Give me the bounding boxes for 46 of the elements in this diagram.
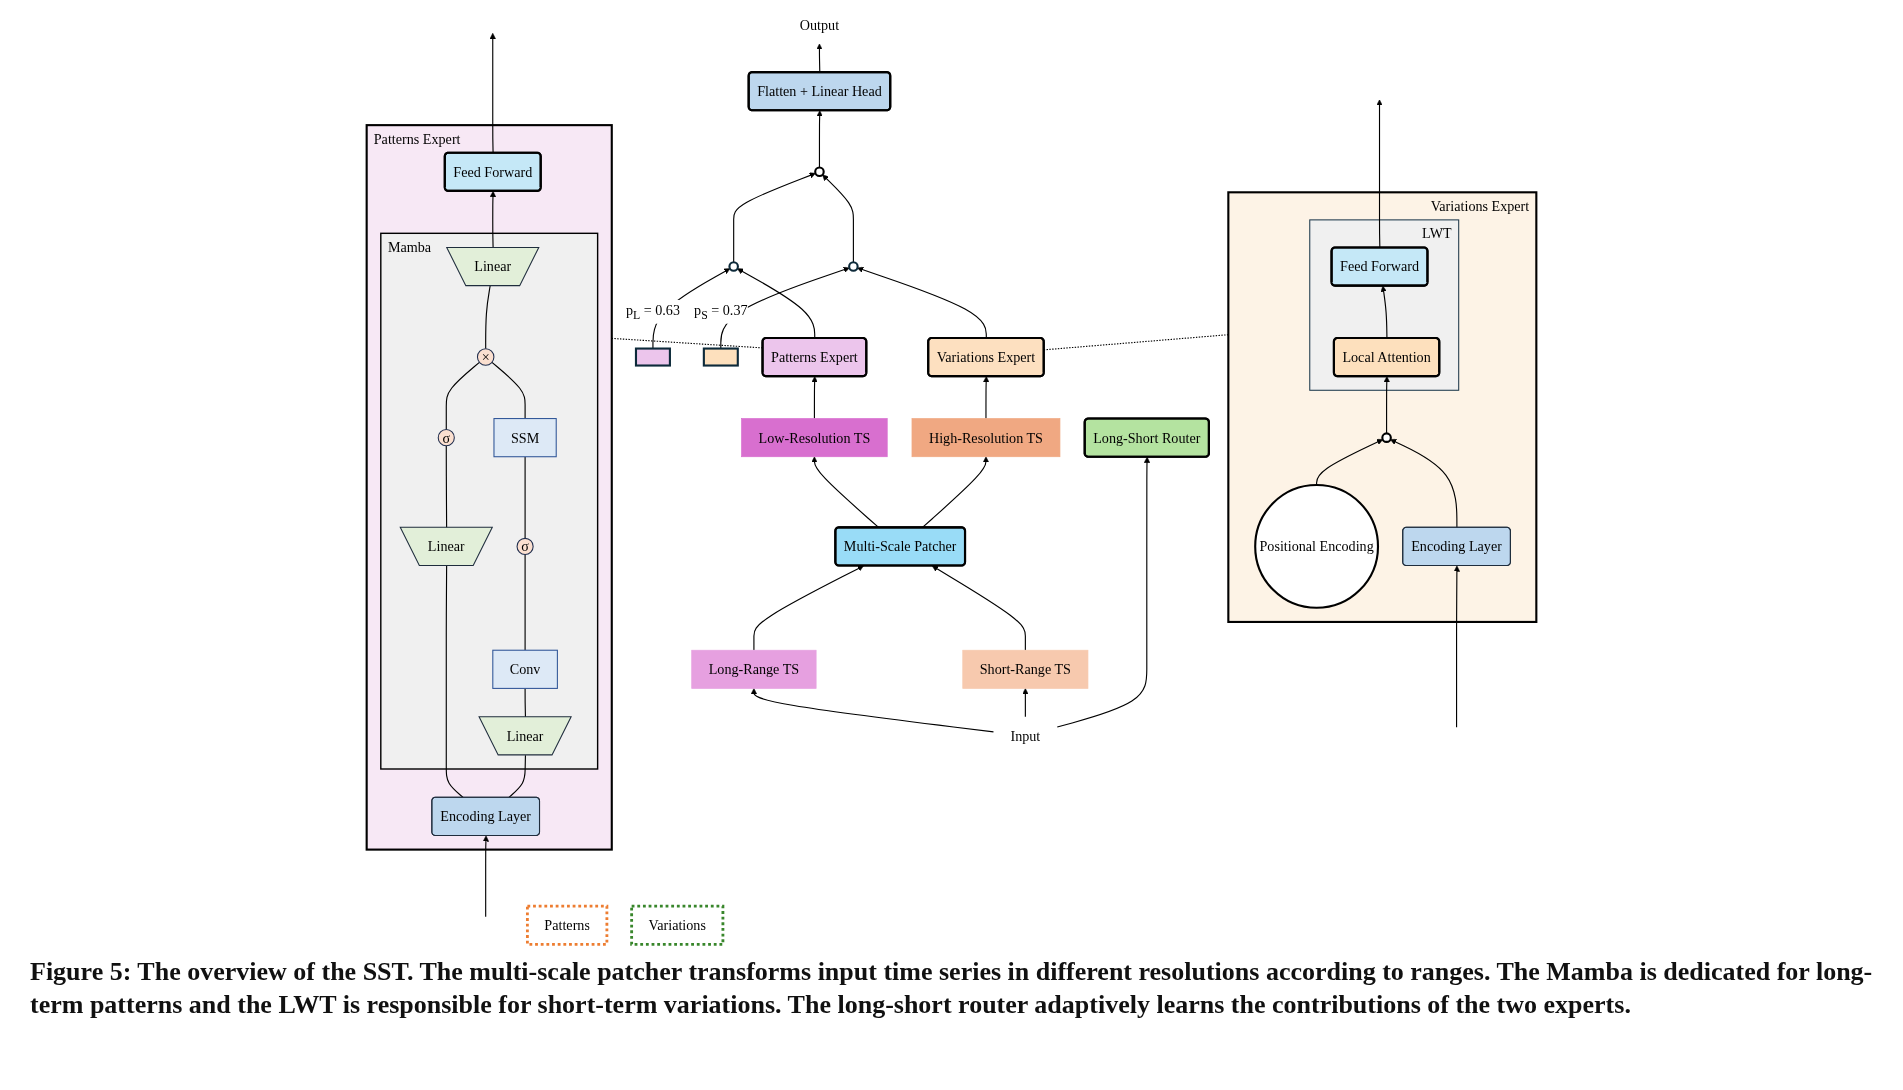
node-text: Input bbox=[1010, 728, 1041, 744]
node-circle: σ bbox=[516, 537, 534, 555]
arrow bbox=[1056, 456, 1151, 728]
arrow bbox=[816, 110, 823, 169]
connector bbox=[1043, 334, 1229, 351]
node-box: High-Resolution TS bbox=[911, 418, 1061, 458]
node-box: Patterns bbox=[526, 904, 609, 946]
connector bbox=[445, 565, 464, 799]
arrow bbox=[983, 376, 990, 420]
connector bbox=[524, 553, 526, 651]
node-box: Low-Resolution TS bbox=[741, 418, 888, 458]
node-circle bbox=[728, 261, 739, 272]
arrow bbox=[931, 565, 1026, 651]
node-circle bbox=[814, 166, 825, 178]
node-circle bbox=[1381, 432, 1392, 443]
node-bar bbox=[634, 347, 671, 367]
connector bbox=[445, 361, 480, 431]
node-circle bbox=[848, 261, 859, 272]
node-box: Short-Range TS bbox=[962, 649, 1089, 689]
arrow bbox=[753, 565, 864, 651]
arrow bbox=[1390, 439, 1458, 529]
arrow bbox=[750, 688, 995, 733]
figure-caption: Figure 5: The overview of the SST. The multi-scale patcher transforms input time series in different resolutions according to ranges. The Mamba is dedicated for long-term patterns and the LWT is responsible for short-term variations. The long-short router adaptively learns the contributions of the two experts. bbox=[30, 956, 1873, 1021]
edge-label: p$_{L}$ = 0.63 bbox=[625, 302, 680, 322]
node-text: Output bbox=[799, 16, 840, 33]
arrow bbox=[1316, 439, 1384, 486]
arrow bbox=[1383, 376, 1390, 434]
arrow bbox=[1453, 565, 1460, 728]
arrow bbox=[1022, 688, 1029, 718]
node-box: Long-Range TS bbox=[691, 649, 817, 689]
arrow bbox=[822, 174, 854, 263]
node-box: Conv bbox=[492, 649, 558, 689]
node-box: SSM bbox=[493, 418, 557, 458]
arrow bbox=[482, 835, 489, 918]
arrow bbox=[733, 172, 816, 263]
connector bbox=[508, 754, 526, 799]
connector bbox=[485, 285, 491, 350]
arrow bbox=[811, 376, 818, 420]
node-bar bbox=[702, 347, 739, 367]
edge-label: p$_{S}$ = 0.37 bbox=[694, 302, 748, 322]
node-box: Variations bbox=[630, 904, 725, 946]
node-circle: σ bbox=[437, 429, 455, 447]
node-circle: Positional Encoding bbox=[1254, 483, 1380, 609]
node-circle: × bbox=[476, 348, 495, 366]
connector bbox=[524, 456, 526, 539]
connector bbox=[491, 361, 526, 420]
